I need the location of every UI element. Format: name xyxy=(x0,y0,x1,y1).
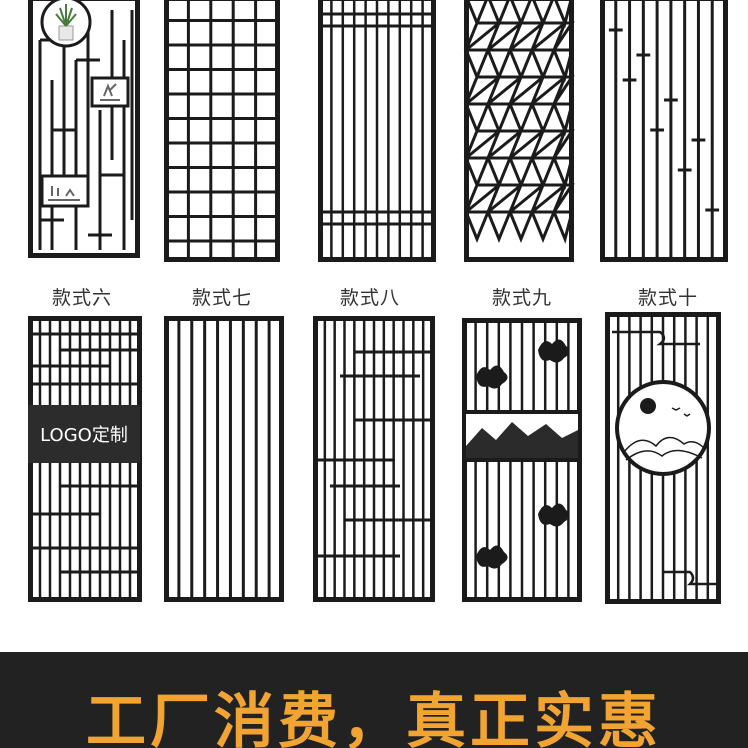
logo-custom-box: LOGO定制 xyxy=(28,405,140,463)
hill-line-1 xyxy=(623,436,705,453)
plant-leaves xyxy=(55,4,77,27)
label-style7: 款式七 xyxy=(191,287,252,309)
panel-frame xyxy=(28,0,140,258)
mountain-landscape-icon xyxy=(466,422,578,458)
label-style9: 款式九 xyxy=(491,287,552,309)
auspicious-cloud-icon xyxy=(538,503,570,527)
auspicious-cloud-icon xyxy=(476,545,508,569)
banner-text: 工厂消费，真正实惠 xyxy=(86,687,662,748)
birds xyxy=(671,407,691,417)
auspicious-cloud-icon xyxy=(538,339,570,363)
label-style6: 款式六 xyxy=(51,287,112,309)
triangle-lattice xyxy=(463,0,575,244)
panel-frame xyxy=(164,316,284,602)
label-style8: 款式八 xyxy=(339,287,400,309)
hill-line-2 xyxy=(625,449,703,461)
label-style10: 款式十 xyxy=(637,287,698,309)
shelf-ornament xyxy=(48,186,80,201)
shelf-ornament xyxy=(100,83,120,101)
promo-banner: 工厂消费，真正实惠 xyxy=(0,652,748,748)
cloud-line-top xyxy=(612,330,700,346)
panel-frame xyxy=(318,0,436,262)
panel-frame xyxy=(600,0,728,262)
moon-landscape-icon xyxy=(615,380,711,476)
panel-frame xyxy=(464,0,574,262)
cloud-line-bottom xyxy=(662,570,716,586)
moon-dot xyxy=(640,398,656,414)
auspicious-cloud-icon xyxy=(476,365,508,389)
panel-frame xyxy=(164,0,280,262)
